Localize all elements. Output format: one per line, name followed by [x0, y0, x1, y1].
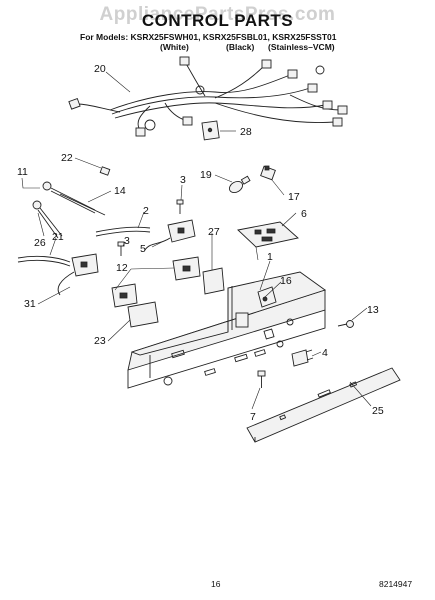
callout-20: 20 — [94, 63, 106, 75]
callout-7: 7 — [250, 411, 256, 423]
part-bracket-lower — [111, 283, 138, 308]
part-tube-2 — [95, 226, 151, 237]
part-light-socket — [260, 165, 276, 181]
page-title: CONTROL PARTS — [141, 11, 294, 30]
part-light-bulb — [228, 175, 251, 194]
callout-11: 11 — [17, 166, 28, 178]
part-clip — [99, 166, 111, 176]
variant-black: (Black) — [226, 42, 255, 52]
leader-lines — [21, 71, 372, 410]
callout-14: 14 — [114, 185, 126, 197]
part-tube-21 — [17, 255, 71, 267]
callout-17: 17 — [288, 191, 300, 203]
callout-21: 21 — [52, 231, 64, 243]
callout-28: 28 — [240, 126, 252, 138]
part-trim-panel — [246, 367, 401, 443]
page-number: 16 — [211, 579, 221, 589]
callout-23: 23 — [94, 335, 106, 347]
part-switch-31 — [57, 253, 99, 296]
callout-26: 26 — [34, 237, 46, 249]
part-capillary-tube — [59, 193, 106, 216]
watermark: AppliancePartsPros.com — [99, 4, 336, 25]
part-bracket-upper — [172, 256, 201, 281]
callout-5: 5 — [140, 243, 146, 255]
callout-25: 25 — [372, 405, 384, 417]
callout-22: 22 — [61, 152, 73, 164]
part-switch-5 — [144, 219, 196, 251]
callout-16: 16 — [280, 275, 292, 287]
callout-2: 2 — [143, 205, 149, 217]
callout-12: 12 — [116, 262, 128, 274]
callout-27: 27 — [208, 226, 220, 238]
part-plate — [201, 120, 220, 141]
callout-numbers: 20 28 19 17 22 11 14 3 2 6 26 21 3 5 27 … — [17, 63, 384, 423]
part-connector — [291, 349, 314, 367]
part-screw-13 — [337, 320, 354, 328]
part-screw-7 — [257, 370, 266, 388]
callout-3-lower: 3 — [124, 235, 130, 247]
callout-31: 31 — [24, 298, 36, 310]
part-label-27 — [202, 267, 225, 295]
part-label-23 — [127, 301, 159, 328]
part-screw-upper — [176, 199, 184, 214]
part-control-housing — [127, 271, 326, 389]
variant-white: (White) — [160, 42, 189, 52]
models-line: For Models: KSRX25FSWH01, KSRX25FSBL01, … — [80, 32, 337, 42]
callout-19: 19 — [200, 169, 212, 181]
callout-13: 13 — [367, 304, 379, 316]
callout-4: 4 — [322, 347, 328, 359]
variant-stainless: (Stainless–VCM) — [268, 42, 335, 52]
part-grommet — [32, 200, 63, 239]
callout-6: 6 — [301, 208, 307, 220]
callout-1: 1 — [267, 251, 273, 263]
document-number: 8214947 — [379, 579, 413, 589]
callout-3-upper: 3 — [180, 174, 186, 186]
part-wire-harness — [68, 56, 348, 137]
part-control-board — [237, 221, 299, 261]
part-thermistor — [42, 181, 96, 214]
